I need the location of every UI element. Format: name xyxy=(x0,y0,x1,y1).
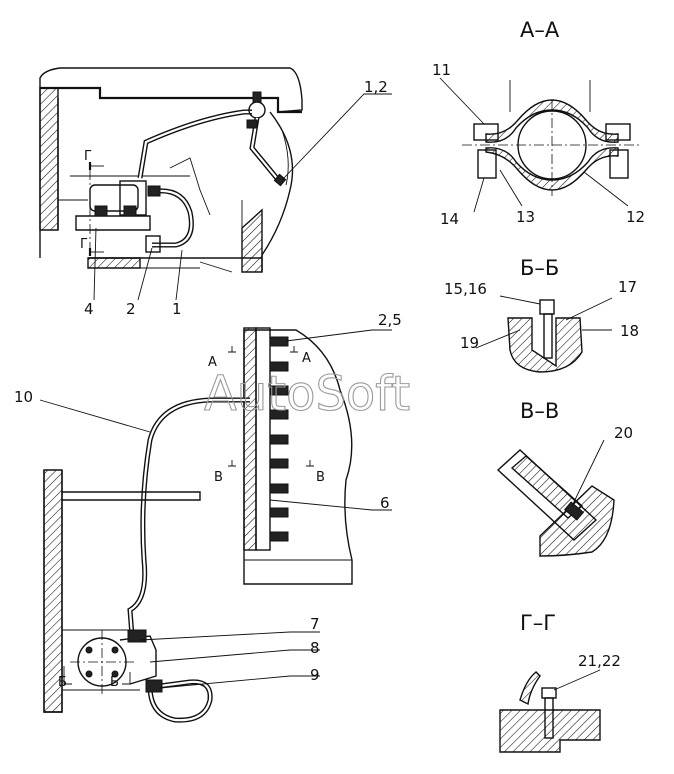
cut-mark-g-bottom: Г xyxy=(80,237,88,252)
cut-mark-v-left: В xyxy=(214,470,223,485)
callout-20: 20 xyxy=(614,424,633,442)
nipple-row xyxy=(269,336,289,542)
cut-mark-b-right: Б xyxy=(110,675,119,690)
section-title-v-v: В–В xyxy=(520,399,559,423)
cut-mark-b-left: Б xyxy=(58,675,67,690)
main-view: А А В В Б Б xyxy=(14,311,402,723)
section-b-b: Б–Б 15,16 17 18 19 xyxy=(444,256,639,373)
section-title-g-g: Г–Г xyxy=(520,611,556,635)
section-a-a: А–А 11 14 13 12 xyxy=(432,18,645,228)
callout-1: 1 xyxy=(172,300,182,318)
callout-21-22: 21,22 xyxy=(578,652,621,670)
callout-15-16: 15,16 xyxy=(444,280,487,298)
callout-9: 9 xyxy=(310,666,320,684)
callout-11: 11 xyxy=(432,61,451,79)
callout-10: 10 xyxy=(14,388,33,406)
cut-mark-v-right: В xyxy=(316,470,325,485)
watermark: AutoSoft xyxy=(204,366,410,422)
callout-1-2: 1,2 xyxy=(364,78,388,96)
callout-6: 6 xyxy=(380,494,390,512)
callout-7: 7 xyxy=(310,615,320,633)
callout-4: 4 xyxy=(84,300,94,318)
callout-17: 17 xyxy=(618,278,637,296)
callout-2-5: 2,5 xyxy=(378,311,402,329)
callout-2: 2 xyxy=(126,300,136,318)
callout-12: 12 xyxy=(626,208,645,226)
cut-mark-g-top: Г xyxy=(84,149,92,164)
upper-assembly-view: Г Г 1,2 4 2 1 xyxy=(39,67,392,318)
section-v-v: В–В 20 xyxy=(496,399,633,557)
section-g-g: Г–Г 21,22 xyxy=(499,611,621,753)
callout-18: 18 xyxy=(620,322,639,340)
callout-14: 14 xyxy=(440,210,459,228)
section-title-b-b: Б–Б xyxy=(520,256,559,280)
section-title-a-a: А–А xyxy=(520,18,560,42)
callout-8: 8 xyxy=(310,639,320,657)
cut-mark-a-left: А xyxy=(208,355,217,370)
callout-13: 13 xyxy=(516,208,535,226)
cut-mark-a-right: А xyxy=(302,351,311,366)
callout-19: 19 xyxy=(460,334,479,352)
